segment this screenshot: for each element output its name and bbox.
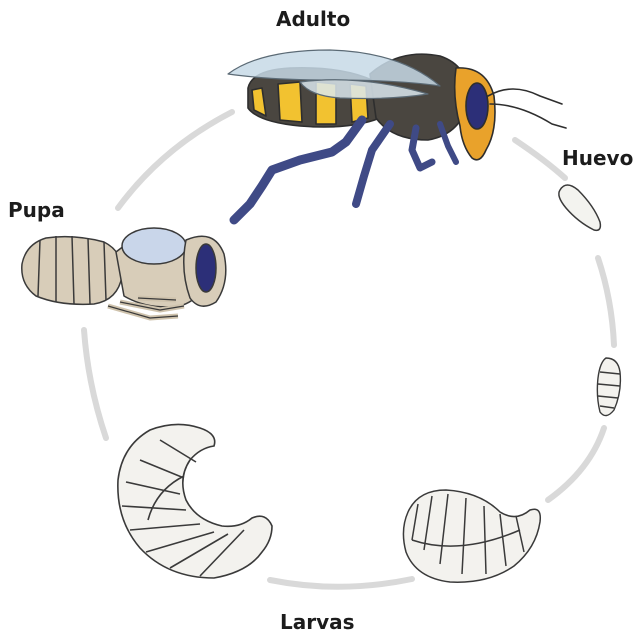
stage-label-larvae: Larvas bbox=[280, 612, 355, 632]
stage-label-egg: Huevo bbox=[562, 148, 633, 168]
stage-label-pupa: Pupa bbox=[8, 200, 65, 220]
stage-label-adult: Adulto bbox=[276, 9, 350, 29]
